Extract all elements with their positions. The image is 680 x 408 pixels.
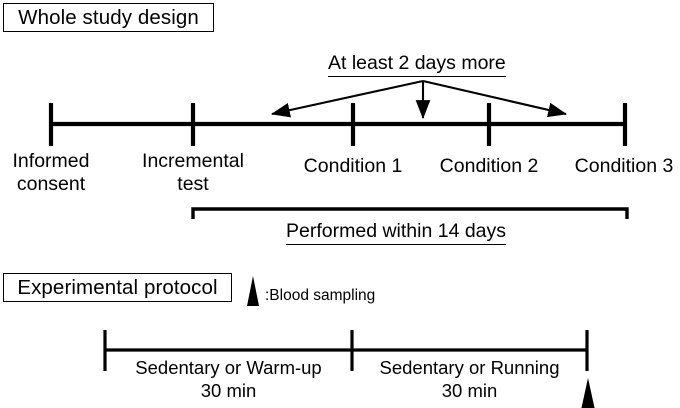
blood-sampling-legend-triangle [247,276,259,306]
timeline-label-condition-1: Condition 1 [303,155,403,177]
blood-sampling-legend-label: :Blood sampling [265,287,376,304]
timeline-label-incremental-test-line1: Incremental [142,150,244,172]
performed-within-14-days-label: Performed within 14 days [286,220,507,245]
blood-sampling-marker-triangle [581,378,595,408]
timeline-label-condition-2: Condition 2 [439,155,539,177]
protocol-segment-2-line1: Sedentary or Running [379,357,560,378]
timeline-label-informed-consent-line2: consent [16,173,86,195]
experimental-protocol-title: Experimental protocol [3,273,232,302]
protocol-segment-2-line2: 30 min [441,380,498,401]
whole-study-design-title: Whole study design [3,3,214,32]
at-least-2-days-more-annotation: At least 2 days more [328,52,506,77]
arrow-to-condition-3 [422,79,568,118]
protocol-segment-1-line2: 30 min [200,380,257,401]
timeline-label-informed-consent-line1: Informed [12,150,90,172]
protocol-segment-2-label: Sedentary or Running 30 min [352,356,587,402]
protocol-segment-1-line1: Sedentary or Warm-up [135,357,322,378]
performed-within-14-days-bracket [191,207,629,219]
protocol-segment-1-label: Sedentary or Warm-up 30 min [105,356,352,402]
timeline-label-incremental-test: Incremental test [128,150,258,196]
arrow-to-condition-1 [270,79,424,118]
timeline-label-condition-3: Condition 3 [574,155,674,177]
timeline-label-informed-consent: Informed consent [0,150,102,196]
timeline-label-incremental-test-line2: test [177,173,209,195]
